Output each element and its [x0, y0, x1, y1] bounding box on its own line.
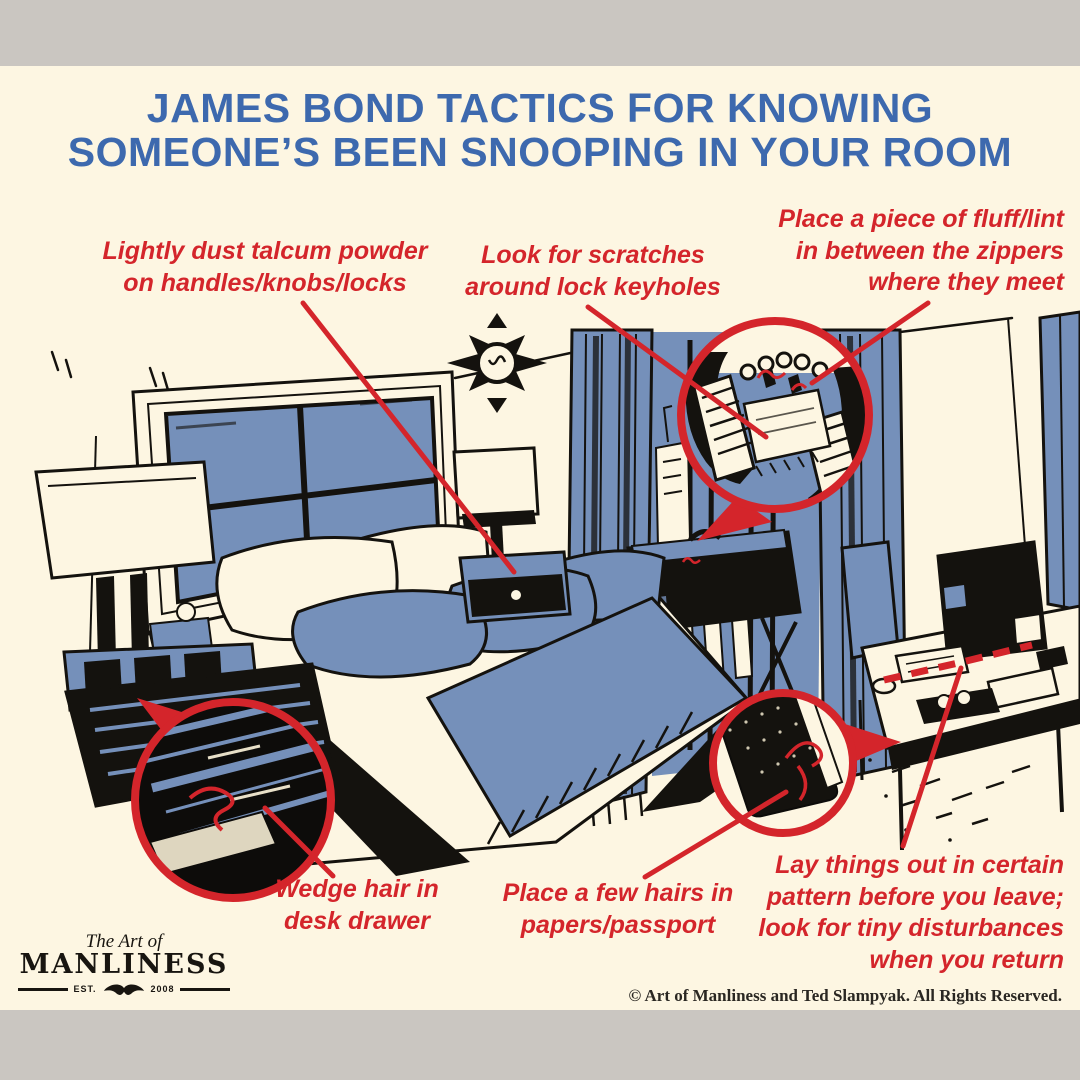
- zipper-closeup-circle: [677, 317, 873, 513]
- callout-scratches-line: [585, 304, 769, 440]
- logo-year: 2008: [150, 984, 175, 994]
- zipper-circle-tail: [697, 497, 772, 541]
- bottom-gray-band: [0, 1010, 1080, 1080]
- drawer-closeup-circle: [131, 698, 335, 902]
- logo-rule-left: [18, 987, 69, 991]
- pattern-dashed-line: [883, 641, 1033, 684]
- mustache-icon: [103, 984, 144, 995]
- callout-hairs-papers-line: [642, 789, 789, 880]
- hair-closeup: [188, 786, 235, 832]
- art-of-manliness-logo: The Art of MANLINESS EST. 2008: [18, 931, 231, 997]
- bedroom-illustration: [34, 300, 1080, 902]
- passport-closeup-circle: [709, 689, 857, 837]
- coffee-maker-icon: [936, 540, 1048, 662]
- title-line-2: SOMEONE’S BEEN SNOOPING IN YOUR ROOM: [67, 129, 1013, 175]
- annotation-hairs-in-papers: Place a few hairs in papers/passport: [502, 879, 734, 939]
- pillows: [215, 524, 666, 679]
- hairs-closeup: [784, 741, 824, 768]
- logo-name: MANLINESS: [19, 949, 229, 980]
- lint-closeup: [756, 369, 787, 380]
- passport-circle-tail: [845, 724, 901, 764]
- top-gray-band: [0, 0, 1080, 66]
- phone: [1036, 646, 1068, 670]
- page-title: JAMES BOND TACTICS FOR KNOWING SOMEONE’S…: [0, 86, 1080, 174]
- title-line-1: JAMES BOND TACTICS FOR KNOWING: [146, 85, 934, 131]
- annotation-layout-pattern: Lay things out in certain pattern before…: [758, 851, 1064, 974]
- logo-tagline: The Art of: [85, 931, 163, 952]
- annotation-talcum-powder: Lightly dust talcum powder on handles/kn…: [102, 237, 428, 297]
- logo-est: EST.: [73, 984, 97, 994]
- copyright-notice: © Art of Manliness and Ted Slampyak. All…: [628, 986, 1062, 1005]
- lint-on-suitcase: [681, 557, 701, 564]
- right-table-lamp: [452, 446, 572, 624]
- starburst-clock-icon: [447, 313, 547, 413]
- callout-hair-drawer-line: [262, 805, 336, 879]
- callout-talcum-line: [300, 300, 517, 575]
- callout-lint-line: [809, 300, 931, 386]
- callout-lines: [262, 300, 964, 880]
- annotation-hair-in-drawer: Wedge hair in desk drawer: [275, 875, 439, 935]
- tray: [916, 688, 1000, 724]
- callout-pattern-line: [900, 665, 964, 849]
- annotation-zipper-lint: Place a piece of fluff/lint in between t…: [778, 205, 1064, 296]
- annotation-lock-scratches: Look for scratches around lock keyholes: [465, 241, 721, 301]
- red-overlays: [131, 300, 1033, 902]
- logo-rule-right: [179, 987, 231, 991]
